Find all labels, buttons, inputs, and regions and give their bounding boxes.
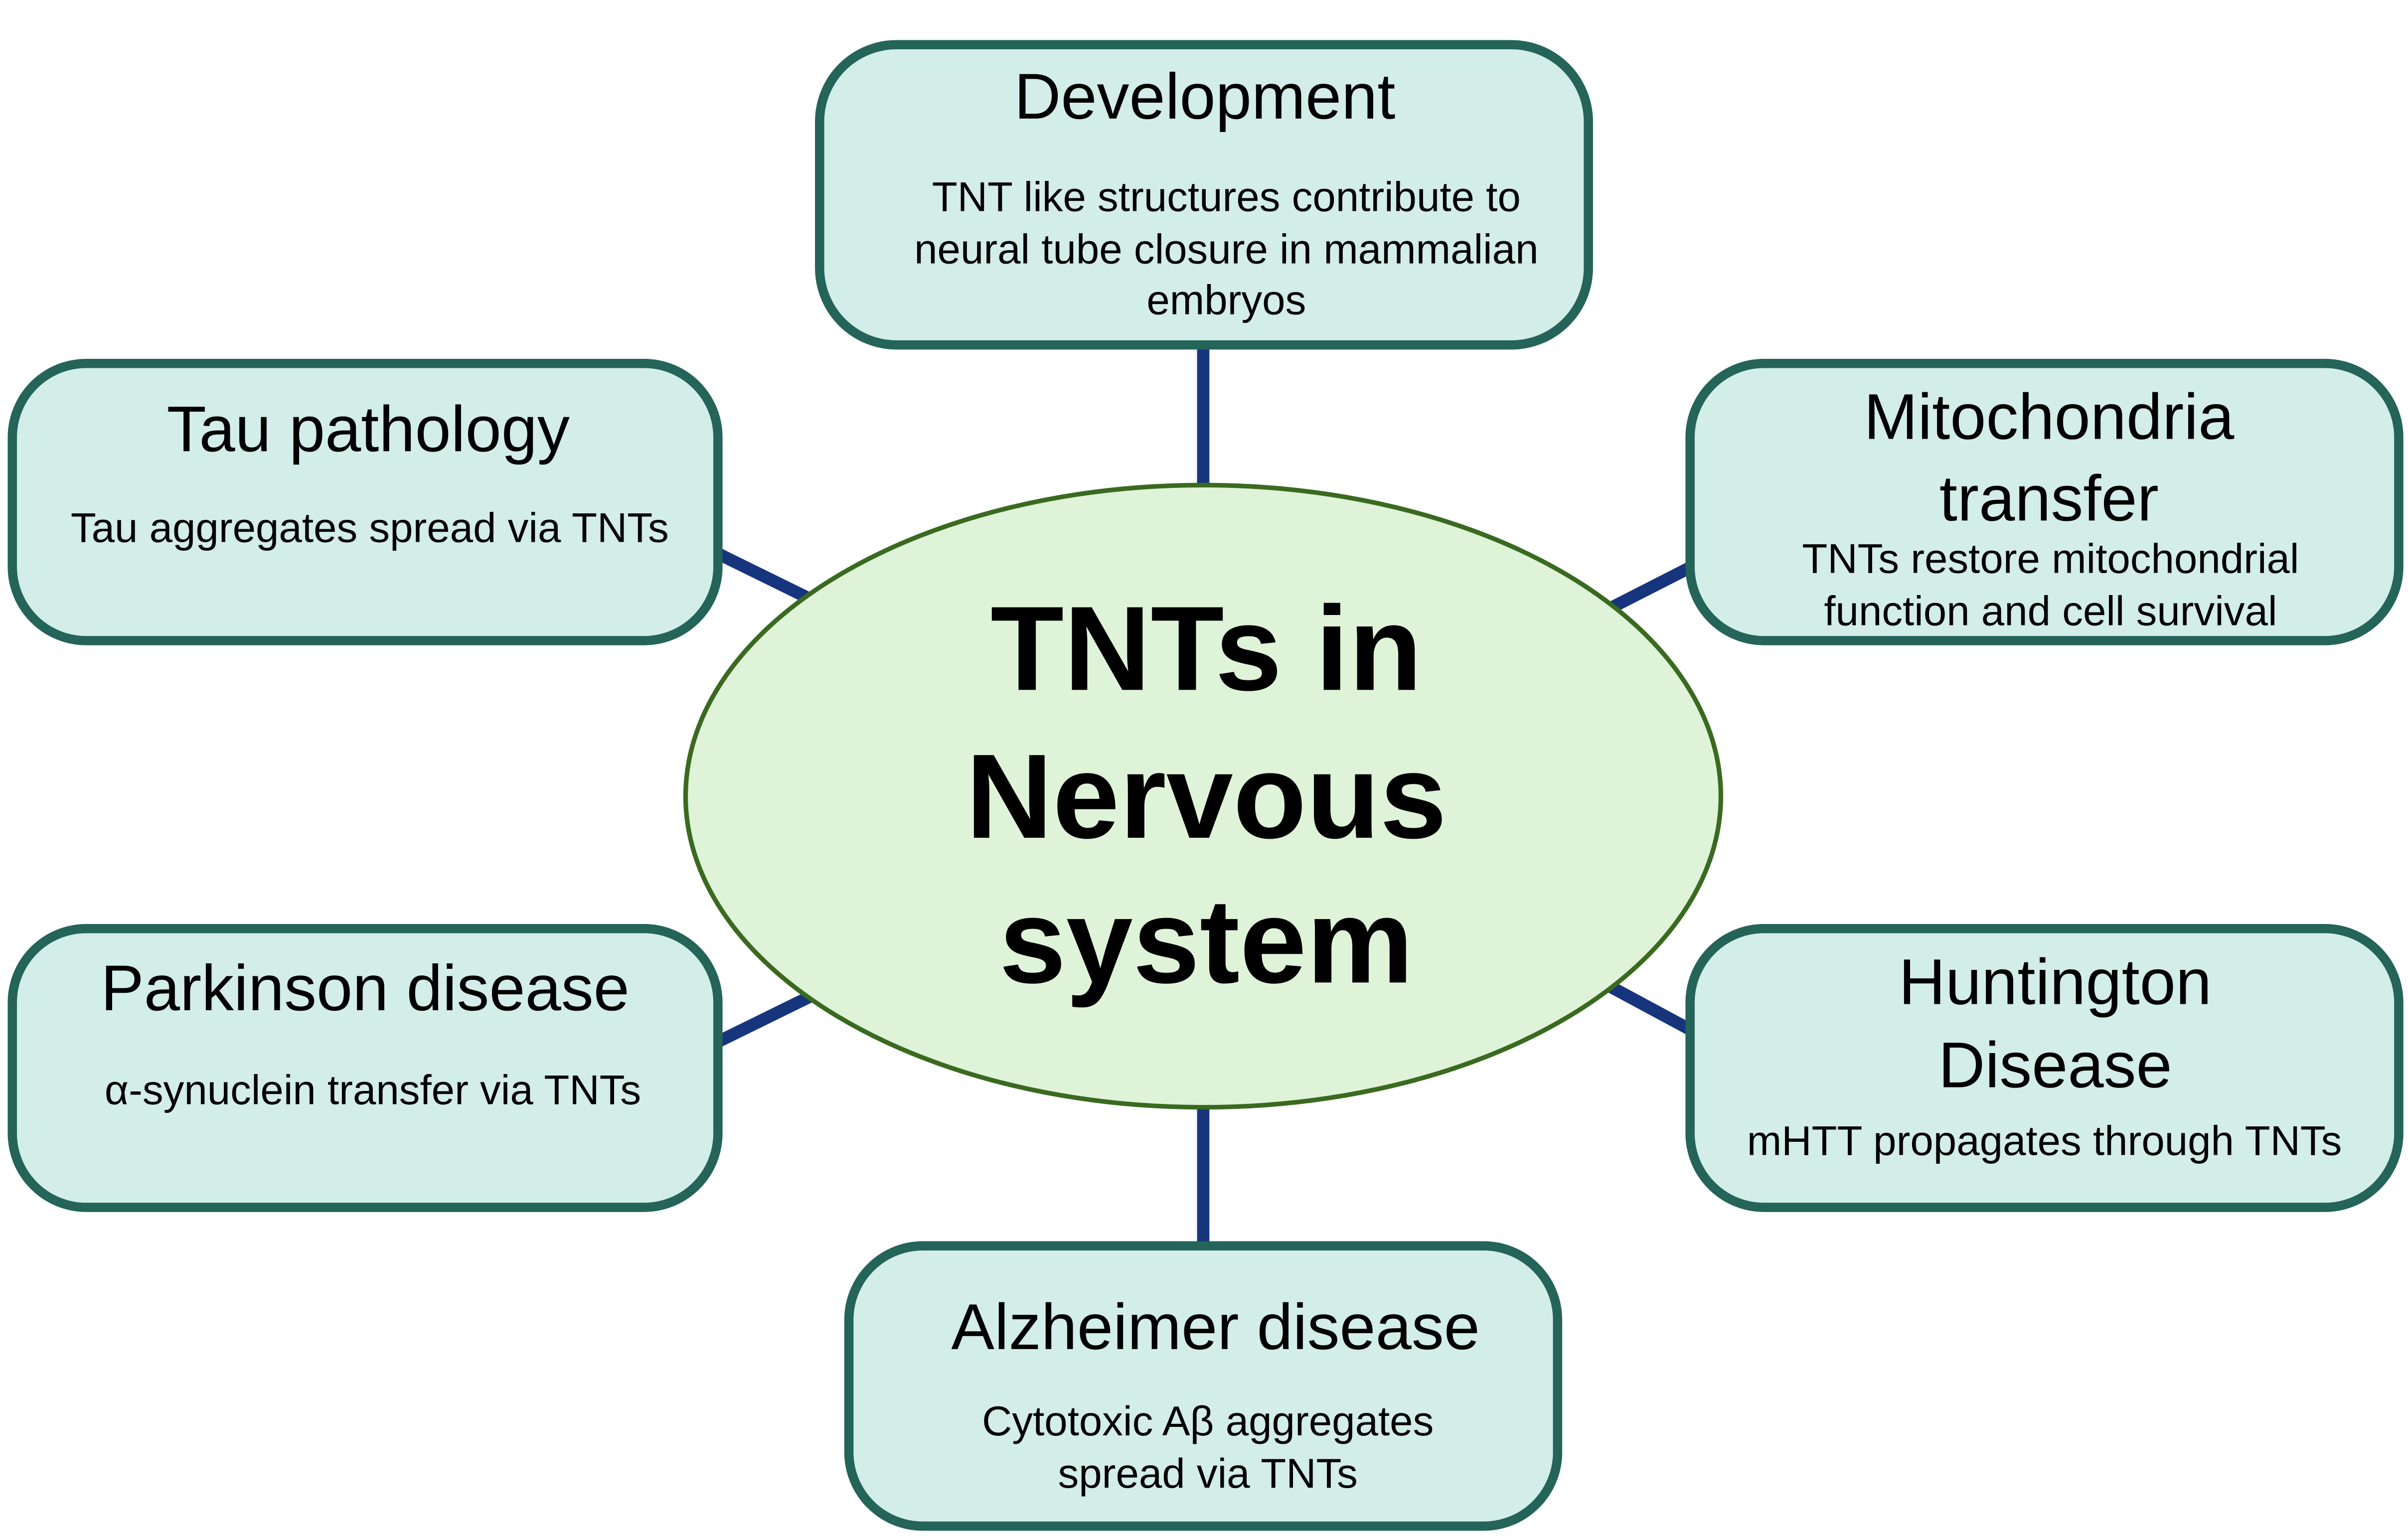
node-title: Development <box>1014 60 1396 133</box>
connector-huntington <box>1605 980 1692 1035</box>
node-body: embryos <box>1146 276 1306 323</box>
center-title-line-2: Nervous <box>966 730 1447 864</box>
node-body: mHTT propagates through TNTs <box>1747 1117 2342 1164</box>
node-title: Disease <box>1938 1029 2172 1101</box>
node-body: Cytotoxic Aβ aggregates <box>982 1397 1434 1444</box>
center-title-line-3: system <box>999 874 1414 1008</box>
node-title: Tau pathology <box>167 393 570 465</box>
node-title: Parkinson disease <box>101 952 630 1024</box>
node-body: TNT like structures contribute to <box>932 173 1521 220</box>
node-body: neural tube closure in mammalian <box>914 225 1538 272</box>
node-parkinson: Parkinson disease α-synuclein transfer v… <box>7 924 723 1212</box>
center-ellipse <box>683 482 1724 1110</box>
connector-tau <box>716 549 810 604</box>
node-title: Huntington <box>1899 946 2212 1018</box>
node-alzheimer: Alzheimer disease Cytotoxic Aβ aggregate… <box>844 1241 1563 1531</box>
node-body: α-synuclein transfer via TNTs <box>105 1067 641 1113</box>
connector-parkinson <box>716 991 813 1047</box>
center-node: TNTs in Nervous system <box>683 482 1724 1110</box>
connector-mito <box>1610 563 1692 613</box>
node-title: Mitochondria <box>1864 381 2235 453</box>
node-body: function and cell survival <box>1824 588 2277 634</box>
node-mito: Mitochondria transfer TNTs restore mitoc… <box>1685 358 2404 645</box>
node-title: Alzheimer disease <box>951 1291 1480 1363</box>
node-body: TNTs restore mitochondrial <box>1802 535 2299 582</box>
center-title-line-1: TNTs in <box>990 582 1422 716</box>
node-tau: Tau pathology Tau aggregates spread via … <box>7 358 723 645</box>
node-development: Development TNT like structures contribu… <box>815 40 1593 350</box>
connectors <box>716 346 1692 1244</box>
node-body: Tau aggregates spread via TNTs <box>71 504 669 551</box>
node-huntington: Huntington Disease mHTT propagates throu… <box>1685 924 2404 1212</box>
node-body: spread via TNTs <box>1058 1450 1358 1497</box>
node-title: transfer <box>1939 462 2159 534</box>
